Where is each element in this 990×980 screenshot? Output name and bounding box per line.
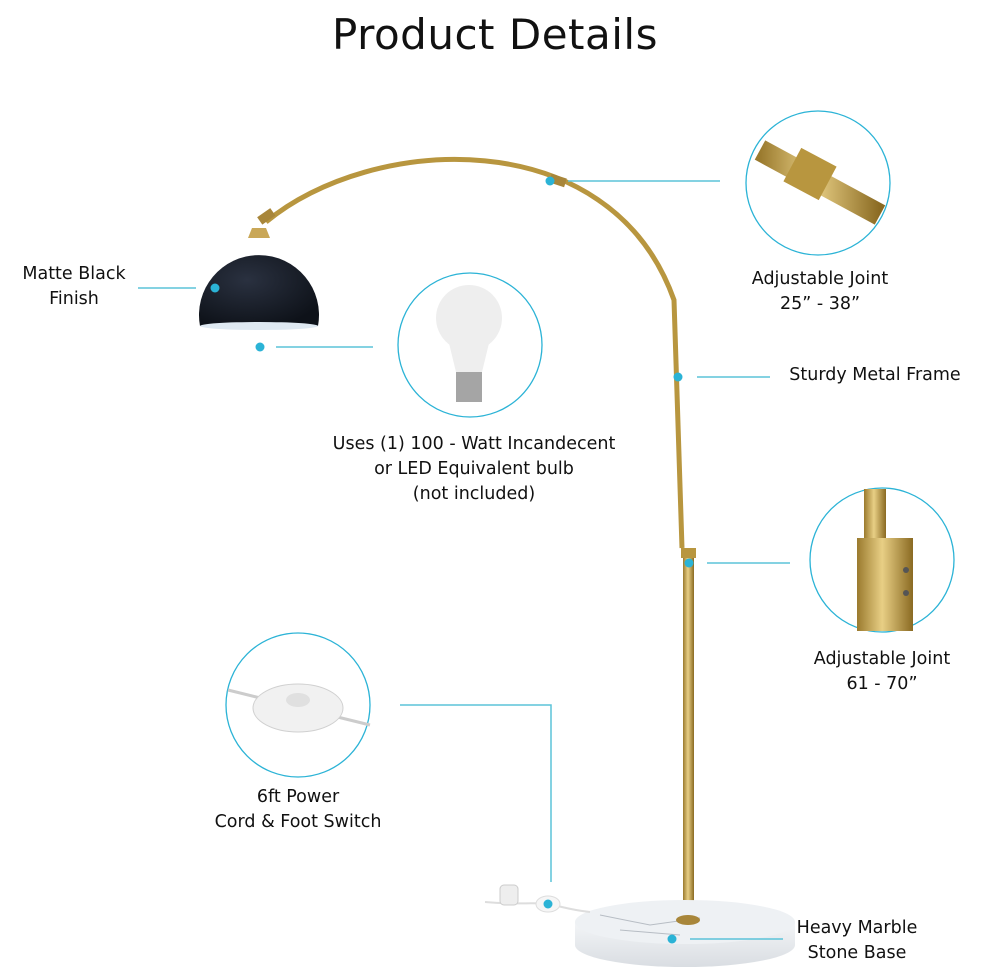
callout-text: or LED Equivalent bulb — [374, 459, 574, 479]
callout-text: 25” - 38” — [779, 294, 861, 314]
callout-text: Stone Base — [807, 943, 907, 963]
callout-text: Uses (1) 100 - Watt Incandecent — [332, 434, 616, 454]
detail-circle-upper-joint — [745, 110, 891, 256]
callout-switch: 6ft Power Cord & Foot Switch — [188, 785, 408, 835]
callout-text: 61 - 70” — [846, 674, 918, 694]
callout-text: 6ft Power — [256, 787, 340, 807]
callout-text: Finish — [49, 289, 99, 309]
callout-text: Matte Black — [22, 264, 126, 284]
callout-text: Adjustable Joint — [751, 269, 889, 289]
callout-text: (not included) — [412, 484, 536, 504]
callout-text: Sturdy Metal Frame — [789, 365, 961, 385]
detail-circle-bulb — [397, 272, 543, 418]
callout-text: Cord & Foot Switch — [214, 812, 382, 832]
callout-dots — [210, 176, 694, 944]
lamp-joint-collar — [681, 548, 696, 558]
callout-text: Adjustable Joint — [813, 649, 951, 669]
lamp-arc — [264, 157, 685, 549]
detail-circle-foot-switch — [225, 632, 371, 778]
callout-frame: Sturdy Metal Frame — [775, 363, 975, 388]
lamp-shade — [199, 255, 320, 326]
callout-joint-upper: Adjustable Joint 25” - 38” — [720, 267, 920, 317]
callout-bulb: Uses (1) 100 - Watt Incandecent or LED E… — [300, 432, 648, 507]
callout-base: Heavy Marble Stone Base — [782, 916, 932, 966]
callout-joint-lower: Adjustable Joint 61 - 70” — [782, 647, 982, 697]
page-title: Product Details — [332, 10, 658, 59]
lamp-pole-lower — [683, 548, 694, 920]
callout-text: Heavy Marble — [796, 918, 918, 938]
leader-lines — [138, 180, 790, 940]
detail-circle-lower-joint — [809, 487, 955, 633]
callout-shade: Matte Black Finish — [10, 262, 138, 312]
